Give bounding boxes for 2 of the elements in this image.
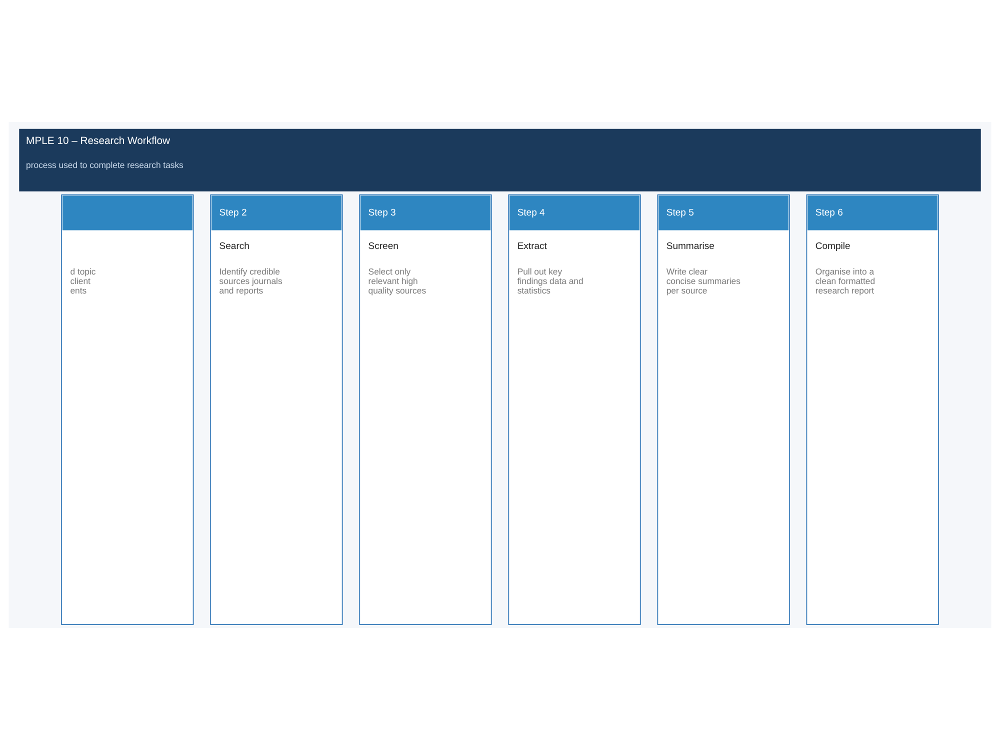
- diagram-title: MPLE 10 – Research Workflow: [26, 136, 170, 148]
- caption: process used to complete research tasks: [26, 160, 184, 170]
